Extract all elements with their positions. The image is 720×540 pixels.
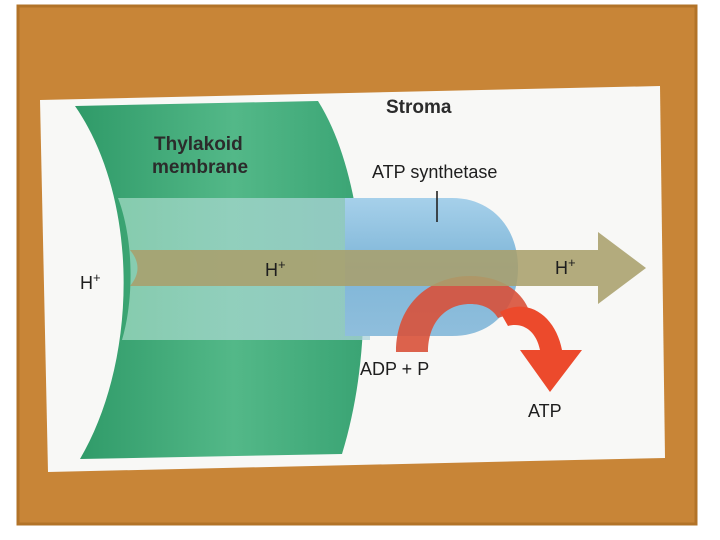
h-plus-label-left: H+ [80, 270, 101, 294]
atp-label: ATP [528, 401, 562, 421]
h-plus-left-charge: + [93, 270, 101, 285]
h-plus-left-symbol: H [80, 273, 93, 293]
adp-p-label: ADP + P [360, 359, 430, 379]
proton-flow-arrow [130, 232, 646, 304]
thylakoid-label-line2: membrane [152, 157, 249, 178]
h-plus-right-charge: + [568, 255, 576, 270]
stroma-label: Stroma [386, 97, 452, 118]
atp-output-arrow [500, 306, 582, 392]
h-plus-right-symbol: H [555, 258, 568, 278]
h-plus-middle-charge: + [278, 257, 286, 272]
board-shadow-edge [16, 4, 698, 526]
h-plus-label-middle: H+ [265, 257, 286, 281]
thylakoid-label-line1: Thylakoid [154, 134, 243, 155]
atp-synthetase-label: ATP synthetase [372, 162, 498, 182]
adp-hook-arrow [396, 276, 528, 352]
h-plus-label-right: H+ [555, 255, 576, 279]
h-plus-middle-symbol: H [265, 260, 278, 280]
